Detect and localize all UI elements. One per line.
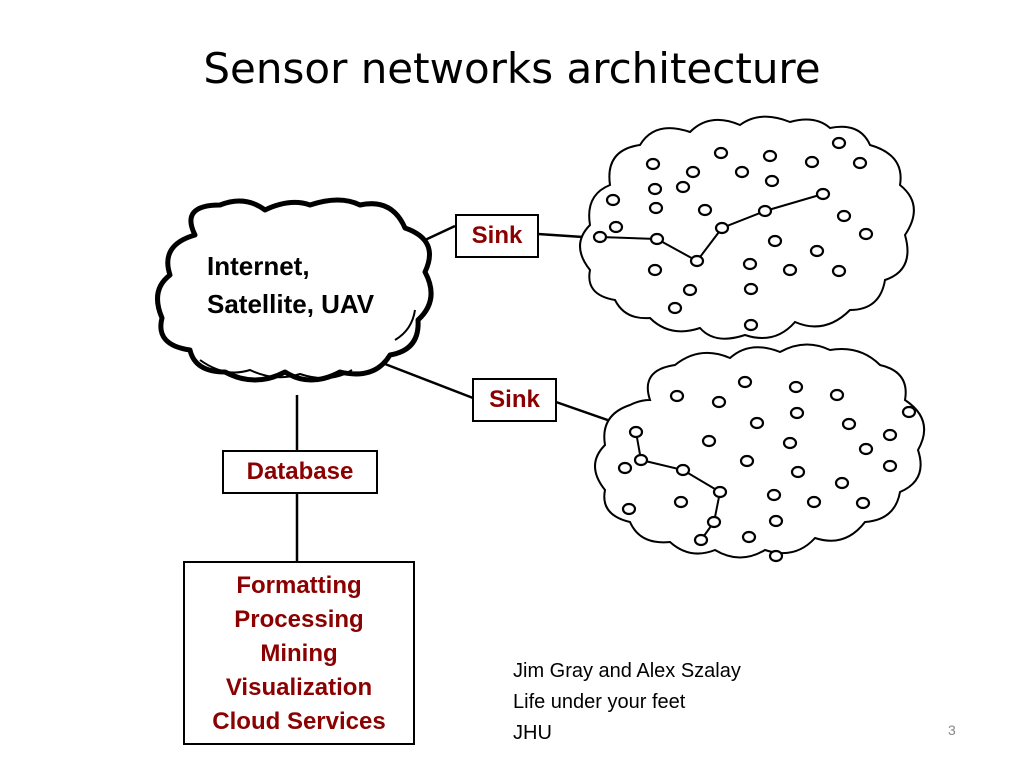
sensor-node [706, 515, 722, 529]
processing-line: Formatting [236, 572, 362, 599]
sensor-node [711, 395, 727, 409]
processing-line: Mining [260, 640, 338, 667]
database-box: Database [222, 450, 378, 494]
sensor-node [882, 428, 898, 442]
internet-cloud-label: Internet, Satellite, UAV [207, 247, 374, 323]
sensor-node [647, 263, 663, 277]
sensor-node [697, 203, 713, 217]
connector-lines [295, 224, 637, 562]
internet-cloud [155, 197, 434, 383]
sensor-node [648, 201, 664, 215]
sensor-node [675, 463, 691, 477]
sensor-node [743, 282, 759, 296]
internet-cloud-shadow [199, 309, 416, 380]
sensor-node [762, 149, 778, 163]
sensor-node [806, 495, 822, 509]
processing-line: Cloud Services [212, 708, 386, 735]
sensor-node [790, 465, 806, 479]
sensor-node [858, 442, 874, 456]
sensor-node [831, 136, 847, 150]
sensor-node [834, 476, 850, 490]
sensor-node [621, 502, 637, 516]
sensor-node [592, 230, 608, 244]
sensor-node [737, 375, 753, 389]
sensor-node [673, 495, 689, 509]
sensor-node [831, 264, 847, 278]
sensor-node [685, 165, 701, 179]
sensor-node [809, 244, 825, 258]
sensor-node [841, 417, 857, 431]
sensor-node [788, 380, 804, 394]
credit-line: JHU [513, 722, 552, 744]
sensor-node [858, 227, 874, 241]
sensor-node [645, 157, 661, 171]
internet-cloud-label-line1: Internet, [207, 251, 310, 281]
sensor-node [767, 234, 783, 248]
sensor-node [782, 436, 798, 450]
sensor-node [829, 388, 845, 402]
sensor-field-cloud-1 [579, 115, 915, 340]
processing-line: Visualization [225, 674, 373, 701]
sensor-node [749, 416, 765, 430]
sensor-node [836, 209, 852, 223]
sensor-node [882, 459, 898, 473]
sensor-node [682, 283, 698, 297]
sensor-node [815, 187, 831, 201]
sensor-node [764, 174, 780, 188]
processing-box: Formatting Processing Mining Visualizati… [183, 561, 415, 745]
sensor-node [901, 405, 917, 419]
sensor-node [649, 232, 665, 246]
sensor-node [804, 155, 820, 169]
sensor-node [605, 193, 621, 207]
sensor-nodes-field-1 [592, 136, 874, 332]
sensor-node [766, 488, 782, 502]
sink-box-1: Sink [455, 214, 539, 258]
credit-block: Jim Gray and Alex Szalay Life under your… [513, 656, 741, 749]
sensor-node [768, 549, 784, 563]
sensor-node [628, 425, 644, 439]
slide-title: Sensor networks architecture [203, 44, 821, 93]
processing-line: Processing [234, 606, 364, 633]
sensor-node [852, 156, 868, 170]
sensor-node [617, 461, 633, 475]
page-number: 3 [948, 722, 956, 738]
sensor-node [782, 263, 798, 277]
sensor-node [701, 434, 717, 448]
sensor-node [667, 301, 683, 315]
connector-cloud-sink1 [424, 224, 456, 242]
sensor-node [689, 254, 705, 268]
sensor-node [608, 220, 624, 234]
sensor-node [734, 165, 750, 179]
sensor-node [743, 318, 759, 332]
credit-line: Jim Gray and Alex Szalay [513, 660, 741, 682]
sensor-node [714, 221, 730, 235]
sensor-node [712, 485, 728, 499]
sensor-node [739, 454, 755, 468]
sensor-node [633, 453, 649, 467]
sensor-node [647, 182, 663, 196]
sensor-node [669, 389, 685, 403]
sensor-node [768, 514, 784, 528]
sensor-node [741, 530, 757, 544]
sensor-node [742, 257, 758, 271]
internet-cloud-label-line2: Satellite, UAV [207, 289, 375, 319]
connector-cloud-sink2 [384, 362, 474, 400]
sensor-node [713, 146, 729, 160]
sink-box-2: Sink [472, 378, 557, 422]
sensor-node [675, 180, 691, 194]
sensor-node [757, 204, 773, 218]
sensor-node [855, 496, 871, 510]
route-field-1 [599, 193, 824, 263]
sensor-node [789, 406, 805, 420]
credit-line: Life under your feet [513, 691, 686, 713]
sensor-nodes-field-2 [617, 375, 917, 563]
sensor-node [693, 533, 709, 547]
sensor-field-cloud-2 [594, 343, 926, 559]
